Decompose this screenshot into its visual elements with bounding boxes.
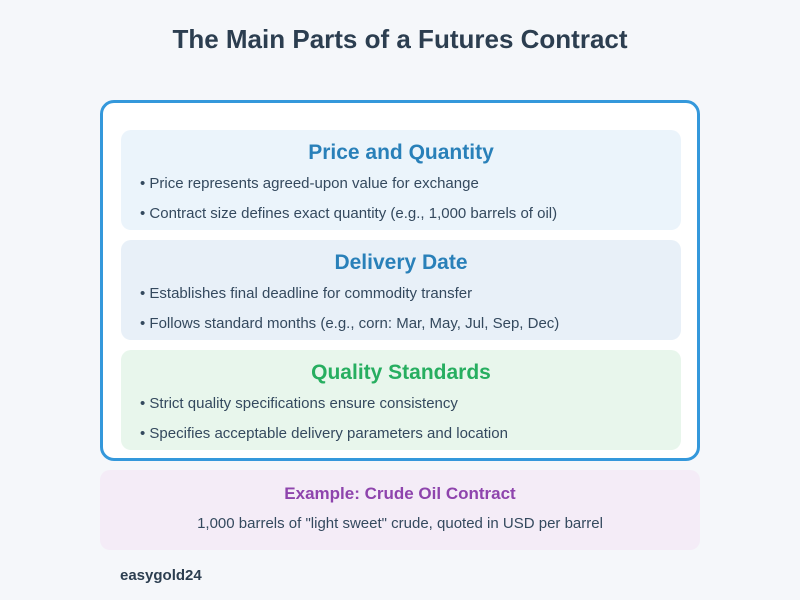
section-price-quantity: Price and Quantity • Price represents ag… (121, 130, 681, 230)
section-delivery-date: Delivery Date • Establishes final deadli… (121, 240, 681, 340)
page-title: The Main Parts of a Futures Contract (172, 24, 628, 54)
bullet: • Strict quality specifications ensure c… (140, 395, 458, 412)
bullet: • Specifies acceptable delivery paramete… (140, 425, 508, 442)
example-text: 1,000 barrels of "light sweet" crude, qu… (197, 515, 603, 532)
example-box: Example: Crude Oil Contract 1,000 barrel… (100, 470, 700, 550)
section-quality-standards: Quality Standards • Strict quality speci… (121, 350, 681, 450)
bullet: • Price represents agreed-upon value for… (140, 175, 479, 192)
bullet: • Establishes final deadline for commodi… (140, 285, 473, 302)
section-heading: Delivery Date (334, 251, 468, 274)
section-heading: Quality Standards (311, 361, 491, 384)
example-heading: Example: Crude Oil Contract (284, 484, 516, 503)
brand-label: easygold24 (120, 567, 202, 584)
contract-parts-panel: Price and Quantity • Price represents ag… (100, 100, 700, 461)
bullet: • Contract size defines exact quantity (… (140, 205, 558, 222)
section-heading: Price and Quantity (308, 141, 494, 164)
bullet: • Follows standard months (e.g., corn: M… (140, 315, 560, 332)
